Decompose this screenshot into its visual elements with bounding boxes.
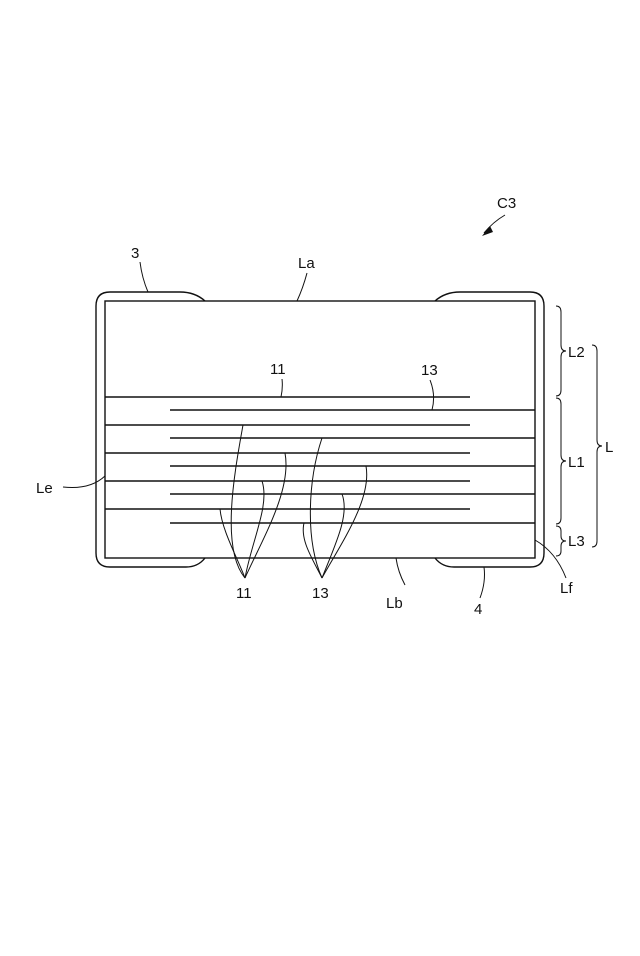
label-11-group: 11: [236, 585, 252, 602]
bracket-L2: [556, 306, 566, 396]
label-L1: L1: [568, 454, 585, 471]
label-Lb: Lb: [386, 595, 403, 612]
leader-line-11-group: [245, 453, 286, 578]
leader-line-11-group: [231, 425, 245, 578]
arrowhead-C3: [482, 226, 493, 236]
external-electrode-4: [435, 292, 544, 567]
label-13-group: 13: [312, 585, 329, 602]
bracket-L: [592, 345, 602, 547]
leader-line-4: [480, 567, 485, 598]
leader-line-Lb: [396, 558, 405, 585]
leader-line-3: [140, 262, 148, 292]
external-electrode-3: [96, 292, 205, 567]
figure-ref-label: C3: [497, 195, 516, 212]
leader-line-13-top: [430, 380, 434, 410]
leader-line-11-top: [281, 379, 282, 397]
label-La: La: [298, 255, 315, 272]
label-3: 3: [131, 245, 139, 262]
element-body: [105, 301, 535, 558]
leader-line-La: [297, 273, 307, 301]
label-L3: L3: [568, 533, 585, 550]
label-L2: L2: [568, 344, 585, 361]
label-4: 4: [474, 601, 482, 618]
bracket-L3: [556, 526, 566, 556]
label-13-top: 13: [421, 362, 438, 379]
label-Le: Le: [36, 480, 53, 497]
leader-line-11-group: [245, 481, 264, 578]
label-11-top: 11: [270, 361, 286, 378]
label-Lf: Lf: [560, 580, 573, 597]
leader-line-13-group: [310, 438, 322, 578]
label-L: L: [605, 439, 613, 456]
leader-line-13-group: [322, 494, 344, 578]
bracket-L1: [556, 398, 566, 524]
leader-line-Le: [63, 476, 105, 488]
